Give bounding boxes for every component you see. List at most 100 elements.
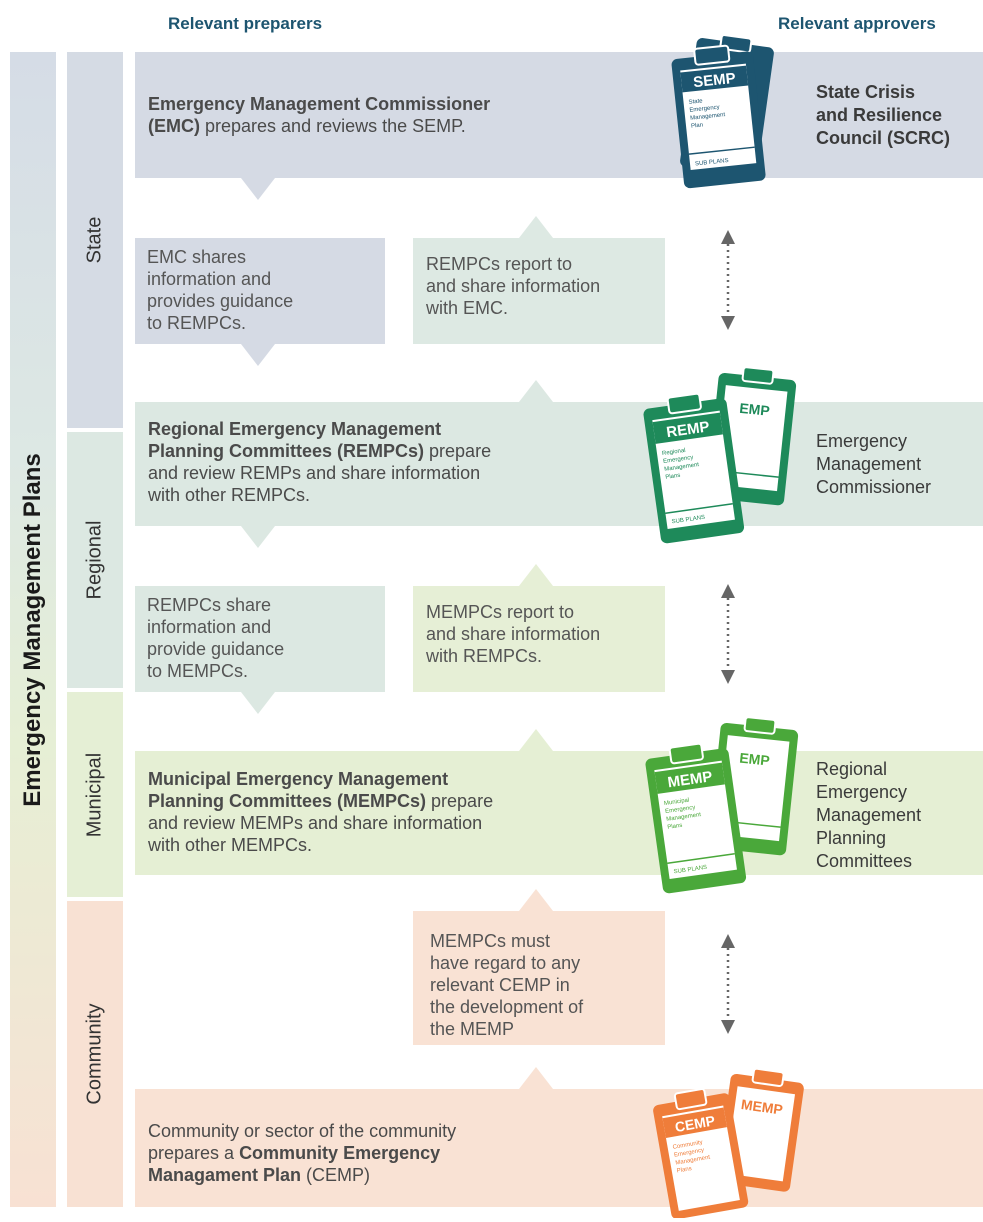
community-up-box-arrow xyxy=(519,889,553,911)
remp-footer: SUB PLANS xyxy=(671,515,705,526)
state-approver: State Crisis and Resilience Council (SCR… xyxy=(816,81,950,150)
level-label-municipal: Municipal xyxy=(83,752,106,837)
municipal-preparer-bold: Planning Committees (MEMPCs) xyxy=(148,791,427,811)
state-up-line: with EMC. xyxy=(426,298,509,318)
community-preparer-line3: Managament Plan (CEMP) xyxy=(148,1164,618,1186)
svg-text:Municipal: Municipal xyxy=(664,798,690,807)
state-down-line: provides guidance xyxy=(147,291,294,311)
svg-text:EMP: EMP xyxy=(739,400,771,419)
regional-preparer-line3: and review REMPs and share information xyxy=(148,463,481,483)
regional-down-line: provide guidance xyxy=(147,639,285,659)
regional-approver: Emergency Management Commissioner xyxy=(816,430,931,499)
double-arrow-icon xyxy=(721,230,735,330)
semp-clipboard-icon: SEMP State Emergency Management Plan SUB… xyxy=(671,36,774,189)
regional-down-arrow xyxy=(241,526,275,548)
municipal-preparer-band xyxy=(135,751,983,875)
double-arrow-icon xyxy=(721,584,735,684)
state-down-box-arrow xyxy=(241,344,275,366)
remp-title: REMP xyxy=(665,418,710,441)
state-up-box xyxy=(413,238,665,344)
level-label-regional: Regional xyxy=(83,520,106,600)
regional-approver-line: Commissioner xyxy=(816,477,932,497)
regional-preparer-line1: Regional Emergency Management xyxy=(148,419,442,439)
regional-up-box xyxy=(413,586,665,692)
semp-title: SEMP xyxy=(692,70,736,91)
svg-text:Emergency: Emergency xyxy=(665,805,696,815)
svg-text:Community: Community xyxy=(672,1140,703,1151)
sidebar-title: Emergency Management Plans xyxy=(19,452,46,807)
state-up-line: and share information xyxy=(426,276,601,296)
community-up-line: MEMPCs must xyxy=(430,931,551,951)
state-approver-line: State Crisis xyxy=(816,82,916,102)
municipal-approver-line: Committees xyxy=(816,851,913,871)
level-state: State xyxy=(67,52,123,428)
level-label-community: Community xyxy=(83,1003,106,1105)
svg-text:Plans: Plans xyxy=(667,823,683,831)
regional-preparer-bold: Planning Committees (REMPCs) xyxy=(148,441,425,461)
regional-down-line: REMPCs share xyxy=(147,595,272,615)
municipal-approver-line: Emergency xyxy=(816,782,908,802)
level-regional: Regional xyxy=(67,432,123,688)
svg-text:Emergency: Emergency xyxy=(663,455,694,465)
community-up-line: have regard to any xyxy=(430,953,581,973)
regional-preparer-line2: Planning Committees (REMPCs) prepare xyxy=(148,440,618,462)
state-preparer-text: Emergency Management Commissioner (EMC) … xyxy=(148,93,628,137)
municipal-preparer-line1: Municipal Emergency Management xyxy=(148,769,449,789)
memp-clipboard-icon: EMP MEMP Municipal Emergency Management … xyxy=(645,716,799,894)
community-preparer-line1: Community or sector of the community xyxy=(148,1121,457,1141)
municipal-preparer-rest: prepare xyxy=(426,791,494,811)
state-down-box xyxy=(135,238,385,344)
regional-up-box-arrow xyxy=(519,564,553,586)
state-up-box-arrow xyxy=(519,216,553,238)
svg-text:Regional: Regional xyxy=(662,448,686,457)
state-down-line: information and xyxy=(147,269,272,289)
community-up-arrow xyxy=(519,1067,553,1089)
cemp-clipboard-icon: MEMP CEMP Community Emergency Management… xyxy=(653,1068,804,1218)
municipal-approver-line: Planning xyxy=(816,828,887,848)
regional-up-text: MEMPCs report to and share information w… xyxy=(426,601,661,667)
state-up-line: REMPCs report to xyxy=(426,254,573,274)
community-up-line: the MEMP xyxy=(430,1019,515,1039)
state-preparer-rest: prepares and reviews the SEMP. xyxy=(200,116,466,136)
svg-text:Plans: Plans xyxy=(676,1166,692,1175)
svg-text:Management: Management xyxy=(690,112,726,122)
memp-footer: SUB PLANS xyxy=(673,865,707,876)
regional-down-line: information and xyxy=(147,617,272,637)
state-up-text: REMPCs report to and share information w… xyxy=(426,253,661,319)
community-preparer-bold2: Managament Plan xyxy=(148,1165,302,1185)
state-preparer-line1: Emergency Management Commissioner xyxy=(148,94,491,114)
community-preparer-suffix: (CEMP) xyxy=(301,1165,371,1185)
svg-text:Plans: Plans xyxy=(665,473,681,481)
municipal-preparer-line2: Planning Committees (MEMPCs) prepare xyxy=(148,790,618,812)
community-up-box xyxy=(413,911,665,1045)
regional-up-line: with REMPCs. xyxy=(426,646,543,666)
header-approvers: Relevant approvers xyxy=(778,14,936,33)
community-preparer-line2: prepares a Community Emergency xyxy=(148,1142,618,1164)
double-arrow-icon xyxy=(721,934,735,1034)
svg-text:Plan: Plan xyxy=(691,122,704,129)
state-preparer-emc: (EMC) xyxy=(148,116,200,136)
state-preparer-line2: (EMC) prepares and reviews the SEMP. xyxy=(148,115,628,137)
svg-text:Management: Management xyxy=(666,812,702,823)
cemp-title: CEMP xyxy=(674,1112,717,1135)
regional-preparer-text: Regional Emergency Management Planning C… xyxy=(148,418,618,506)
state-approver-line: and Resilience xyxy=(816,105,943,125)
regional-approver-line: Emergency xyxy=(816,431,908,451)
municipal-approver-line: Management xyxy=(816,805,922,825)
state-approver-line: Council (SCRC) xyxy=(816,128,950,148)
cemp-back-title: MEMP xyxy=(740,1096,784,1118)
community-preparer-prefix: prepares a xyxy=(148,1143,240,1163)
regional-down-line: to MEMPCs. xyxy=(147,661,249,681)
level-municipal: Municipal xyxy=(67,692,123,897)
community-up-line: relevant CEMP in xyxy=(430,975,570,995)
header-preparers: Relevant preparers xyxy=(168,14,323,33)
semp-footer: SUB PLANS xyxy=(695,158,729,167)
level-label-state: State xyxy=(83,216,106,264)
municipal-approver-line: Regional xyxy=(816,759,888,779)
regional-preparer-line4: with other REMPCs. xyxy=(148,485,311,505)
sidebar-emergency-management-plans: Emergency Management Plans xyxy=(10,52,56,1207)
regional-up-line: MEMPCs report to xyxy=(426,602,575,622)
level-community: Community xyxy=(67,901,123,1207)
municipal-up-arrow xyxy=(519,729,553,751)
state-down-text: EMC shares information and provides guid… xyxy=(147,246,382,334)
